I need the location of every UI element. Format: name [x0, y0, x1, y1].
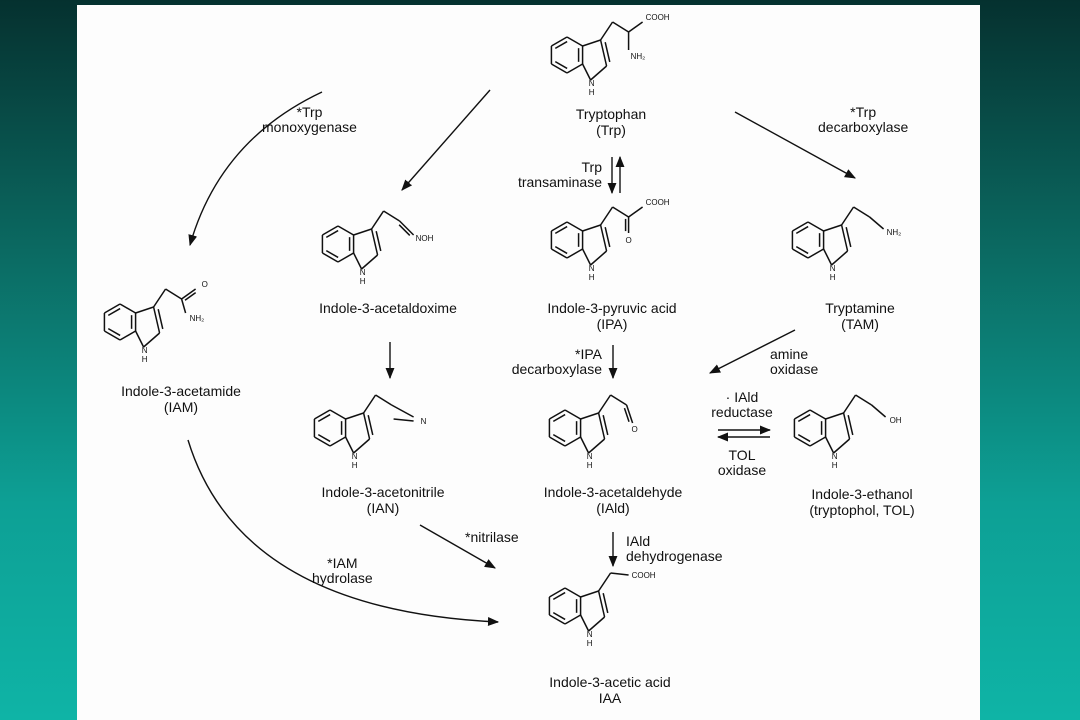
svg-text:N: N	[830, 264, 836, 273]
svg-text:COOH: COOH	[632, 571, 656, 580]
compound-tryptophan: Tryptophan (Trp)	[576, 106, 646, 138]
structure-iaox: NH NOH	[321, 210, 434, 286]
compound-indole-3-acetic-acid: Indole-3-acetic acid IAA	[549, 674, 670, 706]
compound-name: Indole-3-acetaldehyde	[543, 484, 683, 500]
compound-name: Indole-3-acetic acid	[549, 674, 671, 690]
svg-text:N: N	[360, 268, 366, 277]
svg-text:OH: OH	[890, 416, 902, 425]
svg-text:H: H	[360, 277, 366, 286]
svg-text:H: H	[589, 273, 595, 282]
svg-text:N: N	[589, 79, 595, 88]
svg-text:O: O	[202, 280, 208, 289]
svg-text:H: H	[142, 355, 148, 364]
compound-tryptamine: Tryptamine (TAM)	[825, 300, 895, 332]
arrow-tam-to-iald	[709, 329, 796, 374]
svg-text:H: H	[589, 88, 595, 97]
svg-text:H: H	[587, 461, 593, 470]
svg-text:NH₂: NH₂	[887, 228, 902, 237]
arrow-trp-to-tam	[734, 111, 856, 179]
svg-text:H: H	[587, 639, 593, 648]
svg-text:N: N	[587, 630, 593, 639]
structure-tam: NH NH₂	[791, 206, 902, 282]
enzyme-iam-hydrolase: *IAM hydrolase	[312, 555, 373, 586]
svg-text:N: N	[421, 417, 427, 426]
compound-name: Indole-3-acetaldoxime	[319, 300, 457, 316]
compound-name: Indole-3-acetonitrile	[321, 484, 445, 500]
compound-name: Tryptophan	[575, 106, 647, 122]
enzyme-iald-dehydrogenase: IAld dehydrogenase	[626, 533, 723, 564]
compound-abbr: (IAM)	[163, 399, 199, 415]
structure-ipa: NH COOH O	[550, 198, 670, 282]
svg-text:N: N	[352, 452, 358, 461]
svg-text:N: N	[589, 264, 595, 273]
structure-iam: NH O NH₂	[103, 280, 208, 364]
svg-text:N: N	[142, 346, 148, 355]
enzyme-ipa-decarboxylase: *IPA decarboxylase	[511, 346, 602, 377]
compound-indole-3-acetaldehyde: Indole-3-acetaldehyde (IAld)	[544, 484, 683, 516]
svg-text:H: H	[352, 461, 358, 470]
enzyme-iald-reductase: · IAld reductase	[711, 389, 773, 420]
svg-text:H: H	[832, 461, 838, 470]
compound-abbr: (TAM)	[841, 316, 879, 332]
svg-text:NH₂: NH₂	[190, 314, 205, 323]
compound-abbr: (IAld)	[596, 500, 630, 516]
compound-name: Indole-3-pyruvic acid	[547, 300, 677, 316]
compound-indole-3-acetamide: Indole-3-acetamide (IAM)	[121, 383, 241, 415]
compound-name: Indole-3-ethanol	[811, 486, 913, 502]
enzyme-trp-monoxygenase: *Trp monoxygenase	[262, 104, 357, 135]
structure-ian: NHN	[313, 394, 427, 470]
compound-abbr: (IPA)	[596, 316, 628, 332]
structure-iaa: NH COOH	[548, 571, 656, 648]
enzyme-tol-oxidase: TOL oxidase	[717, 447, 767, 478]
svg-text:O: O	[625, 236, 631, 245]
svg-text:N: N	[832, 452, 838, 461]
svg-text:H: H	[830, 273, 836, 282]
compound-indole-3-ethanol: Indole-3-ethanol (tryptophol, TOL)	[809, 486, 914, 518]
svg-text:NOH: NOH	[416, 234, 434, 243]
svg-text:NH₂: NH₂	[631, 52, 646, 61]
compound-indole-3-acetonitrile: Indole-3-acetonitrile (IAN)	[322, 484, 445, 516]
compound-name: Indole-3-acetamide	[121, 383, 241, 399]
enzyme-amine-oxidase: amine oxidase	[770, 346, 819, 377]
enzyme-nitrilase: *nitrilase	[465, 529, 519, 545]
structure-iald: NH O	[548, 394, 638, 470]
structure-trp: NH COOH NH₂	[550, 13, 670, 97]
compound-abbr: (IAN)	[366, 500, 400, 516]
structure-tol: NH OH	[793, 394, 902, 470]
svg-text:N: N	[587, 452, 593, 461]
compound-abbr: (tryptophol, TOL)	[809, 502, 915, 518]
arrow-trp-to-iaox	[401, 89, 491, 191]
compound-name: Tryptamine	[825, 300, 895, 316]
compound-abbr: (Trp)	[596, 122, 626, 138]
enzyme-trp-decarboxylase: *Trp decarboxylase	[818, 104, 909, 135]
svg-text:COOH: COOH	[646, 198, 670, 207]
compound-indole-3-acetaldoxime: Indole-3-acetaldoxime	[319, 300, 457, 316]
enzyme-trp-transaminase: Trp transaminase	[517, 159, 602, 190]
arrow-trp-to-iam	[188, 91, 323, 247]
slide-paper	[77, 5, 980, 720]
svg-text:COOH: COOH	[646, 13, 670, 22]
svg-text:O: O	[631, 425, 637, 434]
arrow-ian-to-iaa	[419, 524, 496, 569]
arrow-iam-to-iaa	[187, 439, 500, 627]
compound-abbr: IAA	[598, 690, 622, 706]
compound-indole-3-pyruvic-acid: Indole-3-pyruvic acid (IPA)	[547, 300, 676, 332]
